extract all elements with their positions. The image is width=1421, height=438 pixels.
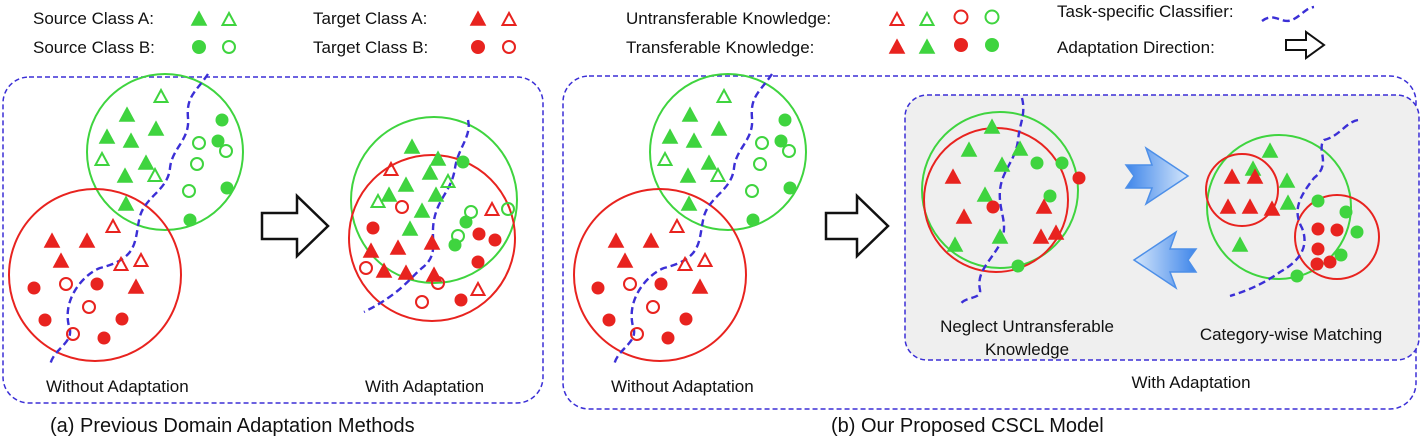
hollow-arrow-icon bbox=[260, 193, 330, 259]
panel-b-without-label: Without Adaptation bbox=[611, 377, 754, 396]
panel-b-frame bbox=[562, 75, 1417, 410]
neglect-label-line2: Knowledge bbox=[985, 340, 1069, 359]
panel-a-without-cluster bbox=[8, 73, 244, 367]
panel-a-caption: (a) Previous Domain Adaptation Methods bbox=[50, 415, 415, 437]
blue-double-arrow-icon bbox=[1124, 146, 1190, 206]
panel-b-with-label: With Adaptation bbox=[1131, 373, 1250, 392]
panel-a-without-label: Without Adaptation bbox=[46, 377, 189, 396]
hollow-arrow-icon bbox=[1285, 30, 1326, 60]
legend-classifier: Task-specific Classifier: bbox=[1057, 2, 1234, 21]
panel-b: Without Adaptation Neglect Untransferabl… bbox=[562, 73, 1420, 410]
legend-target-b: Target Class B: bbox=[313, 38, 428, 57]
circle-marker-icon bbox=[192, 40, 236, 54]
matching-cluster bbox=[1205, 118, 1380, 298]
legend-direction: Adaptation Direction: bbox=[1057, 38, 1215, 57]
neglect-label-line1: Neglect Untransferable bbox=[940, 317, 1114, 336]
legend-source-a: Source Class A: bbox=[33, 9, 154, 28]
legend: Source Class A: Source Class B: Target C… bbox=[33, 2, 1326, 60]
panel-a-with-label: With Adaptation bbox=[365, 377, 484, 396]
dashed-curve-icon bbox=[1261, 5, 1315, 23]
matching-label: Category-wise Matching bbox=[1200, 325, 1382, 344]
hollow-arrow-icon bbox=[824, 193, 890, 259]
panel-a-frame bbox=[2, 76, 544, 404]
triangle-marker-icon bbox=[470, 11, 517, 26]
neglect-cluster bbox=[921, 97, 1086, 307]
legend-target-a: Target Class A: bbox=[313, 9, 427, 28]
triangle-marker-icon bbox=[191, 11, 237, 26]
legend-source-b: Source Class B: bbox=[33, 38, 155, 57]
panel-a: Without Adaptation With Adaptation bbox=[2, 73, 544, 404]
panel-a-with-cluster bbox=[348, 116, 518, 322]
legend-untransferable: Untransferable Knowledge: bbox=[626, 9, 831, 28]
circle-marker-icon bbox=[471, 40, 516, 54]
untransferable-markers bbox=[889, 9, 1000, 26]
transferable-markers bbox=[889, 38, 999, 54]
blue-double-arrow-icon bbox=[1132, 230, 1198, 290]
panel-b-caption: (b) Our Proposed CSCL Model bbox=[831, 415, 1104, 437]
panel-b-without-cluster bbox=[573, 73, 807, 367]
legend-transferable: Transferable Knowledge: bbox=[626, 38, 814, 57]
